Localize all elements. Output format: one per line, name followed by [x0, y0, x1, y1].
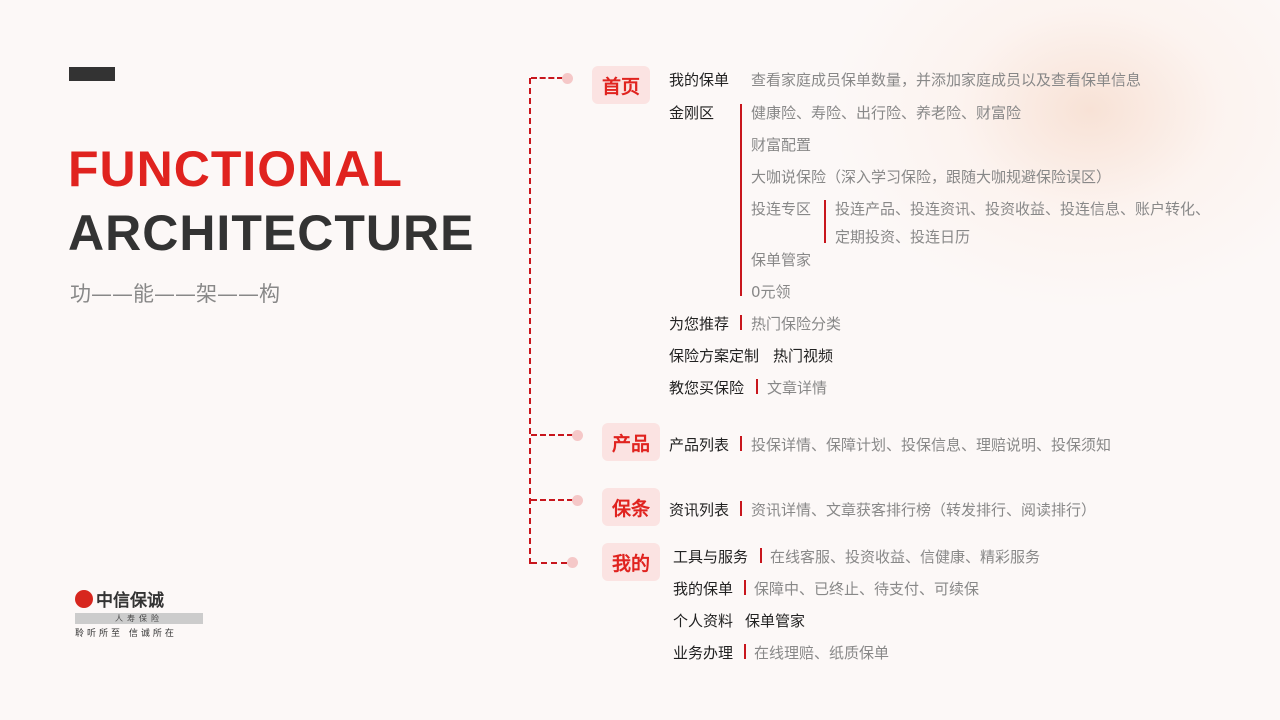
item-key: 我的保单 — [673, 580, 734, 598]
item-key: 业务办理 — [673, 644, 734, 662]
decor-bar — [69, 67, 115, 81]
separator — [740, 104, 742, 296]
logo-slogan: 聆听所至 信诚所在 — [75, 629, 177, 639]
item-value: 资讯详情、文章获客排行榜（转发排行、阅读排行） — [751, 501, 1097, 519]
node-dot — [567, 557, 578, 568]
connector-branch — [531, 499, 573, 501]
separator — [744, 644, 746, 659]
node-dot — [572, 430, 583, 441]
logo-emblem-icon — [75, 589, 93, 608]
item-value: 保单管家 — [745, 612, 806, 630]
item-value: 文章详情 — [767, 379, 828, 397]
tag-home: 首页 — [592, 66, 650, 104]
tree-connector — [529, 78, 531, 564]
item-key: 工具与服务 — [673, 548, 749, 566]
item-value: 保单管家 — [751, 251, 812, 269]
separator — [824, 200, 826, 243]
item-key: 个人资料 — [673, 612, 734, 630]
separator — [740, 501, 742, 516]
connector-branch — [531, 562, 567, 564]
connector-branch — [531, 77, 563, 79]
item-value: 定期投资、投连日历 — [835, 228, 971, 246]
subtitle: 功——能——架——构 — [70, 282, 280, 306]
separator — [756, 379, 758, 394]
item-value: 财富配置 — [751, 136, 812, 154]
item-value: 0元领 — [751, 283, 791, 301]
item-key: 教您买保险 — [669, 379, 745, 397]
separator — [760, 548, 762, 563]
item-value: 投连专区 — [751, 200, 812, 218]
item-value: 大咖说保险（深入学习保险，跟随大咖规避保险误区） — [751, 168, 1112, 186]
separator — [744, 580, 746, 595]
item-key: 我的保单 — [669, 71, 730, 89]
item-value: 在线客服、投资收益、信健康、精彩服务 — [770, 548, 1041, 566]
title-line2: ARCHITECTURE — [68, 205, 475, 261]
separator — [740, 436, 742, 451]
node-dot — [572, 495, 583, 506]
logo-sub: 人寿保险 — [75, 613, 203, 624]
connector-branch — [531, 434, 573, 436]
item-value: 热门保险分类 — [751, 315, 842, 333]
node-dot — [562, 73, 573, 84]
item-key: 保险方案定制 — [669, 347, 760, 365]
logo: 中信保诚 人寿保险 聆听所至 信诚所在 — [75, 586, 210, 639]
logo-name: 中信保诚 — [96, 591, 164, 611]
item-key: 资讯列表 — [669, 501, 730, 519]
item-value: 健康险、寿险、出行险、养老险、财富险 — [751, 104, 1022, 122]
separator — [740, 315, 742, 330]
item-key: 金刚区 — [669, 104, 715, 122]
item-value: 投连产品、投连资讯、投资收益、投连信息、账户转化、 — [835, 200, 1211, 218]
item-key: 产品列表 — [669, 436, 730, 454]
item-value: 在线理赔、纸质保单 — [754, 644, 890, 662]
item-value: 投保详情、保障计划、投保信息、理赔说明、投保须知 — [751, 436, 1112, 454]
tag-news: 保条 — [602, 488, 660, 526]
item-key: 为您推荐 — [669, 315, 730, 333]
item-value: 保障中、已终止、待支付、可续保 — [754, 580, 980, 598]
item-value: 查看家庭成员保单数量，并添加家庭成员以及查看保单信息 — [751, 71, 1142, 89]
title-line1: FUNCTIONAL — [68, 141, 403, 197]
tag-mine: 我的 — [602, 543, 660, 581]
tag-products: 产品 — [602, 423, 660, 461]
item-value: 热门视频 — [773, 347, 834, 365]
